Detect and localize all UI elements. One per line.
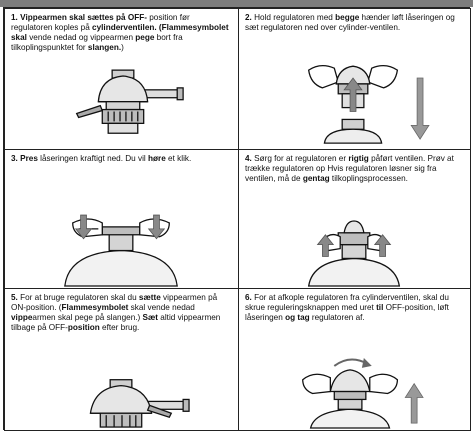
- regulator-off-icon: [5, 9, 238, 149]
- instruction-grid: 1. Vippearmen skal sættes på OFF- positi…: [3, 7, 470, 430]
- press-ring-down-icon: [5, 150, 238, 288]
- step-3-cell: 3. Pres låseringen kraftigt ned. Du vil …: [4, 149, 239, 289]
- step-4-cell: 4. Sørg for at regulatoren er rigtig påf…: [238, 149, 471, 289]
- regulator-on-icon: [5, 289, 238, 430]
- step-5-cell: 5. For at bruge regulatoren skal du sætt…: [4, 288, 239, 431]
- step-6-cell: 6. For at afkople regulatoren fra cylind…: [238, 288, 471, 431]
- step-2-cell: 2. Hold regulatoren med begge hænder løf…: [238, 8, 471, 150]
- header-bar: [0, 0, 473, 7]
- hands-lift-ring-icon: [239, 9, 470, 149]
- detach-regulator-icon: [239, 289, 470, 430]
- step-1-cell: 1. Vippearmen skal sættes på OFF- positi…: [4, 8, 239, 150]
- pull-test-icon: [239, 150, 470, 288]
